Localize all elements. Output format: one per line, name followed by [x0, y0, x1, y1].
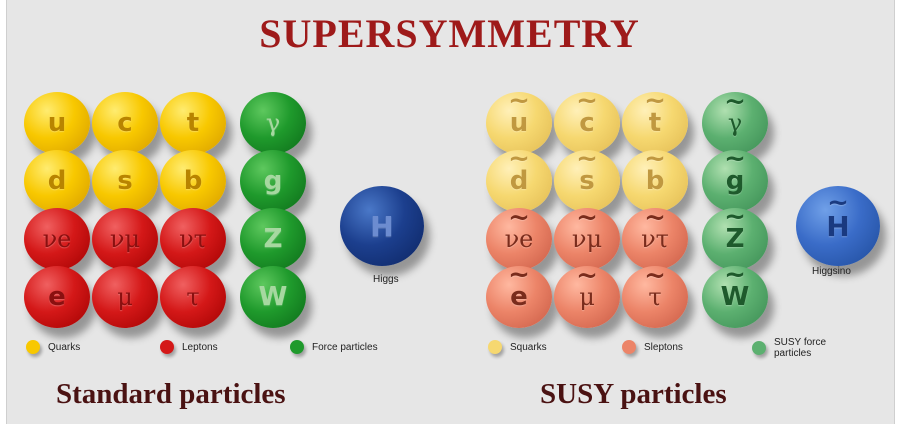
- legend-dot: [622, 340, 636, 354]
- lepton-nu-tau: ντ: [160, 208, 226, 270]
- quark-s: s: [92, 150, 158, 212]
- legend-quarks-label: Quarks: [48, 342, 80, 353]
- higgsino-label: Higgsino: [812, 266, 851, 277]
- legend-leptons-label: Leptons: [182, 342, 218, 353]
- legend-squarks: Squarks: [488, 340, 547, 354]
- susy-wino: W: [702, 266, 768, 328]
- legend-susy-force: SUSY force particles: [752, 337, 842, 359]
- standard-section-label: Standard particles: [56, 378, 286, 411]
- slepton-tau: τ: [622, 266, 688, 328]
- legend-dot: [752, 341, 766, 355]
- force-photon: γ: [240, 92, 306, 154]
- susy-section-label: SUSY particles: [540, 378, 727, 411]
- force-z: Z: [240, 208, 306, 270]
- higgsino: H: [796, 186, 880, 266]
- legend-quarks: Quarks: [26, 340, 80, 354]
- legend-force-label: Force particles: [312, 342, 378, 353]
- quark-c: c: [92, 92, 158, 154]
- quark-d: d: [24, 150, 90, 212]
- lepton-mu: μ: [92, 266, 158, 328]
- lepton-nu-e: νe: [24, 208, 90, 270]
- lepton-tau: τ: [160, 266, 226, 328]
- legend-force: Force particles: [290, 340, 378, 354]
- slepton-mu: μ: [554, 266, 620, 328]
- quark-t: t: [160, 92, 226, 154]
- legend-susy-force-label: SUSY force particles: [774, 337, 842, 359]
- legend-dot: [488, 340, 502, 354]
- legend-leptons: Leptons: [160, 340, 218, 354]
- legend-squarks-label: Squarks: [510, 342, 547, 353]
- legend-sleptons-label: Sleptons: [644, 342, 683, 353]
- legend-dot: [26, 340, 40, 354]
- force-gluon: g: [240, 150, 306, 212]
- quark-u: u: [24, 92, 90, 154]
- lepton-e: e: [24, 266, 90, 328]
- legend-dot: [160, 340, 174, 354]
- lepton-nu-mu: νμ: [92, 208, 158, 270]
- force-w: W: [240, 266, 306, 328]
- slepton-e: e: [486, 266, 552, 328]
- higgs-boson: H: [340, 186, 424, 266]
- diagram-title: SUPERSYMMETRY: [0, 10, 899, 57]
- quark-b: b: [160, 150, 226, 212]
- higgs-label: Higgs: [373, 274, 399, 285]
- legend-dot: [290, 340, 304, 354]
- legend-sleptons: Sleptons: [622, 340, 683, 354]
